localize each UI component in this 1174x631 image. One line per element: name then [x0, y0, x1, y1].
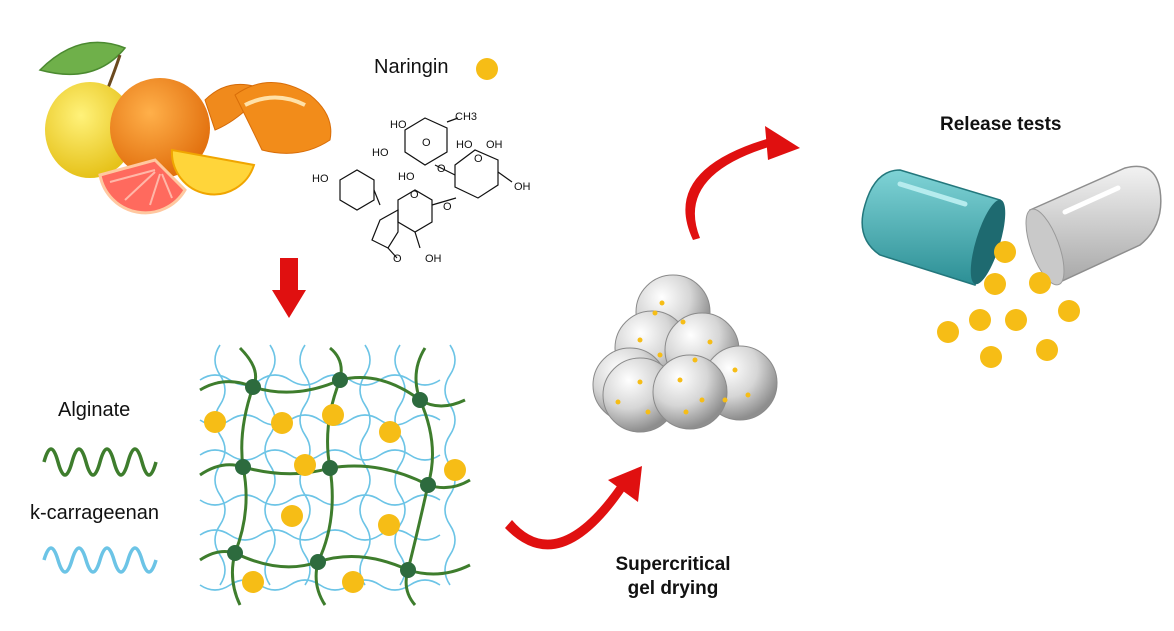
chem-group: HO — [390, 119, 407, 131]
alginate-label: Alginate — [58, 399, 131, 421]
crosslink-node — [412, 392, 428, 408]
crosslink-nodes — [227, 372, 436, 578]
capsule-teal-half — [861, 169, 1001, 286]
naringin-particle — [378, 514, 400, 536]
naringin-particle — [322, 404, 344, 426]
naringin-particle — [379, 421, 401, 443]
naringin-label: Naringin — [374, 56, 449, 78]
crosslink-node — [332, 372, 348, 388]
naringin-particle — [342, 571, 364, 593]
naringin-particle — [271, 412, 293, 434]
capsule-grey-half — [1029, 165, 1162, 284]
naringin-particle — [294, 454, 316, 476]
crosslink-node — [322, 460, 338, 476]
naringin-particles — [204, 404, 466, 593]
naringin-dot-icon — [476, 58, 498, 80]
drying-label-line2: gel drying — [627, 577, 719, 599]
crosslink-node — [420, 477, 436, 493]
crosslink-node — [245, 379, 261, 395]
chem-group: OH — [514, 181, 531, 193]
aerogel-beads — [592, 274, 778, 433]
naringin-particle — [444, 459, 466, 481]
crosslink-node — [235, 459, 251, 475]
chem-group: O — [443, 201, 452, 213]
chem-group: CH3 — [455, 111, 477, 123]
curved-arrow-to-capsule — [685, 126, 800, 240]
down-arrow-icon — [272, 258, 306, 318]
chem-group: O — [410, 189, 419, 201]
drying-label-line1: Supercritical — [615, 554, 731, 575]
k-carrageenan-label: k-carrageenan — [30, 502, 159, 524]
crosslink-node — [310, 554, 326, 570]
chem-group: O — [437, 163, 446, 175]
released-naringin-particles — [937, 241, 1080, 368]
chem-group: OH — [425, 253, 442, 265]
chem-group: O — [474, 153, 483, 165]
naringin-particle — [242, 571, 264, 593]
aerogel-bead — [652, 354, 728, 430]
chem-group: HO — [312, 173, 329, 185]
grapefruit-slice-icon — [98, 158, 187, 215]
chem-group: OH — [486, 139, 503, 151]
leaf-icon — [38, 41, 127, 76]
chem-group: HO — [398, 171, 415, 183]
release-tests-label: Release tests — [940, 114, 1062, 135]
hydrogel-network — [199, 344, 471, 606]
alginate-wave-icon — [42, 447, 158, 477]
curved-arrow-to-beads — [505, 466, 642, 550]
naringin-particle — [281, 505, 303, 527]
crosslink-node — [400, 562, 416, 578]
crosslink-node — [227, 545, 243, 561]
chemical-group-labels: HO HO HO CH3 HO OH HO OH O O O O OH O O — [312, 111, 531, 265]
capsule-illustration — [861, 165, 1162, 368]
chem-group: HO — [456, 139, 473, 151]
lemon-icon — [45, 82, 135, 178]
citrus-fruits-illustration — [38, 41, 332, 215]
chem-group: O — [422, 137, 431, 149]
naringin-particle — [204, 411, 226, 433]
naringin-structure — [339, 117, 513, 259]
chem-group: HO — [372, 147, 389, 159]
carrageenan-wave-icon — [42, 546, 158, 574]
alginate-chains — [199, 346, 471, 606]
orange-peel-icon — [234, 82, 332, 154]
chem-group: O — [393, 253, 402, 265]
lemon-slice-icon — [170, 148, 256, 196]
supercritical-drying-label: Supercritical gel drying — [598, 553, 748, 601]
